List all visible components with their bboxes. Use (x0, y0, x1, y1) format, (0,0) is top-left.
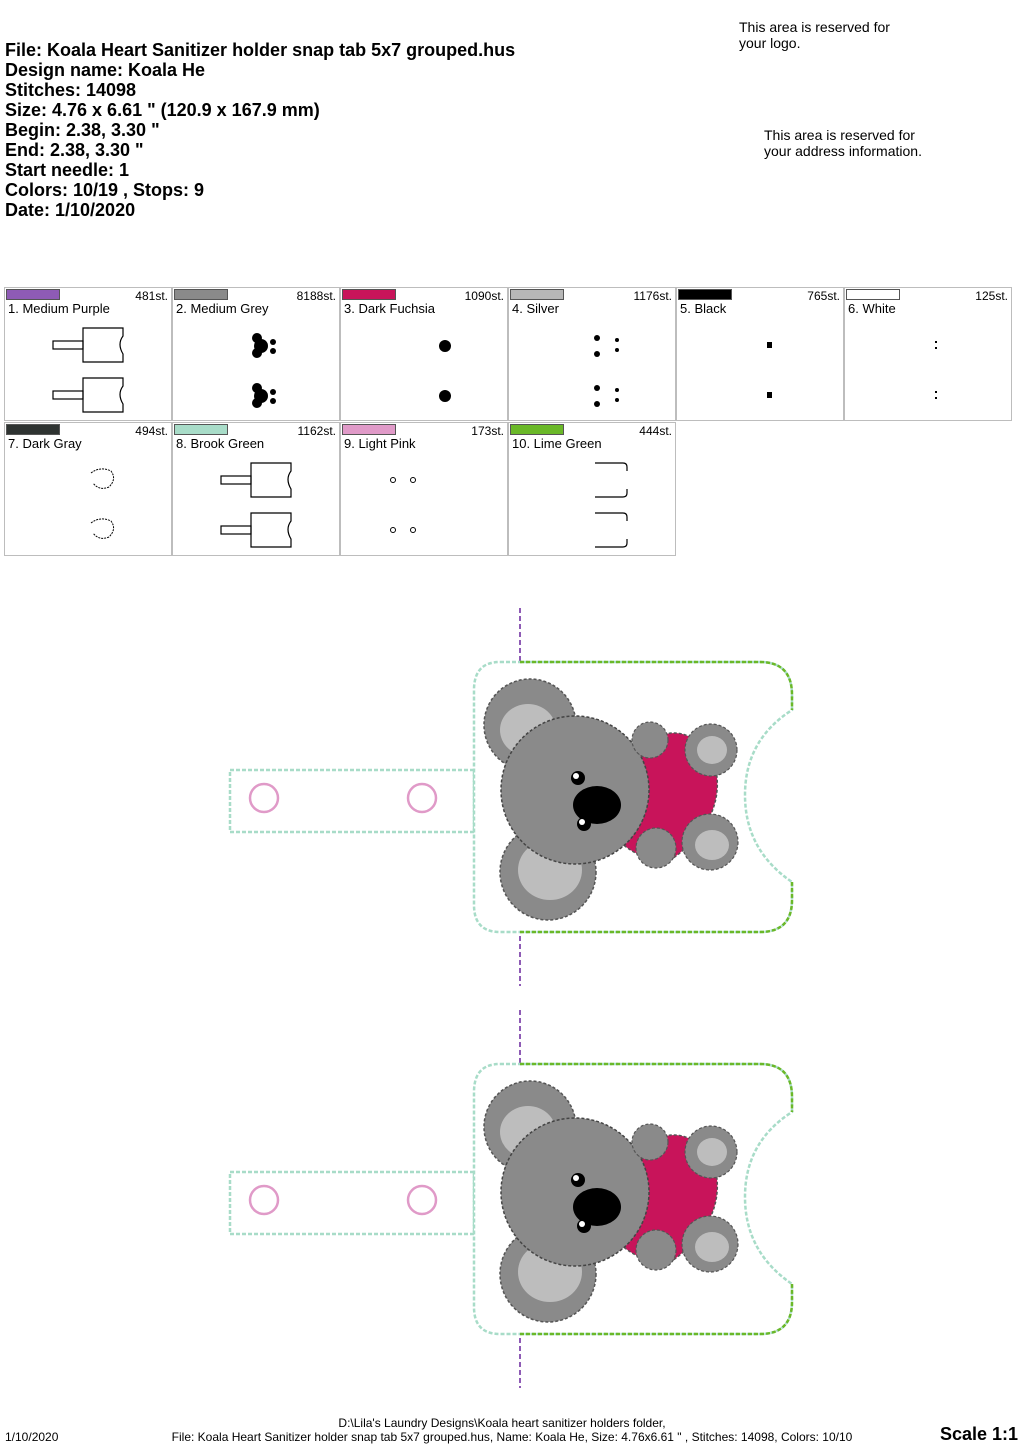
end-line: End: 2.38, 3.30 " (5, 140, 144, 160)
color-name: 9. Light Pink (344, 436, 416, 451)
file-line: File: Koala Heart Sanitizer holder snap … (5, 40, 516, 60)
color-stitch-count: 125st. (975, 289, 1008, 303)
color-name: 7. Dark Gray (8, 436, 82, 451)
size-line: Size: 4.76 x 6.61 " (120.9 x 167.9 mm) (5, 100, 320, 120)
color-thumbnail (594, 335, 619, 407)
color-name: 4. Silver (512, 301, 559, 316)
color-thumbnail (767, 342, 772, 398)
color-thumbnail (220, 462, 292, 548)
begin-line: Begin: 2.38, 3.30 " (5, 120, 160, 140)
color-stitch-count: 1162st. (297, 424, 336, 438)
color-cell: 494st. 7. Dark Gray (4, 422, 172, 556)
color-cell: 125st. 6. White (844, 287, 1012, 421)
color-stitch-count: 1176st. (633, 289, 672, 303)
color-swatch (6, 424, 60, 435)
color-swatch (342, 424, 396, 435)
color-swatch (6, 289, 60, 300)
color-name: 10. Lime Green (512, 436, 602, 451)
design-info: File: Koala Heart Sanitizer holder snap … (5, 40, 515, 220)
color-cell: 173st. 9. Light Pink (340, 422, 508, 556)
date-line: Date: 1/10/2020 (5, 200, 136, 220)
color-swatch (342, 289, 396, 300)
color-swatch (510, 424, 564, 435)
color-swatch (678, 289, 732, 300)
color-stitch-count: 765st. (807, 289, 840, 303)
design-preview (228, 606, 794, 1390)
color-name: 3. Dark Fuchsia (344, 301, 436, 316)
color-swatch (510, 289, 564, 300)
color-stitch-count: 494st. (135, 424, 168, 438)
footer-date: 1/10/2020 (5, 1430, 59, 1444)
stitches-line: Stitches: 14098 (5, 80, 137, 100)
color-thumbnail (90, 468, 115, 539)
color-name: 1. Medium Purple (8, 301, 110, 316)
address-reserved-note: This area is reserved for your address i… (764, 127, 922, 159)
color-thumbnail (252, 333, 276, 408)
color-swatch (174, 424, 228, 435)
start-needle-line: Start needle: 1 (5, 160, 130, 180)
color-name: 5. Black (680, 301, 727, 316)
color-cell: 1176st. 4. Silver (508, 287, 676, 421)
color-stitch-count: 481st. (135, 289, 168, 303)
color-cell: 444st. 10. Lime Green (508, 422, 676, 556)
color-thumbnail (52, 327, 124, 413)
color-stitch-count: 173st. (471, 424, 504, 438)
color-thumbnail (439, 340, 451, 402)
footer-path: D:\Lila's Laundry Designs\Koala heart sa… (338, 1416, 666, 1430)
color-cell: 1162st. 8. Brook Green (172, 422, 340, 556)
color-thumbnail (595, 462, 628, 548)
color-thumbnail (390, 477, 416, 533)
color-cell: 8188st. 2. Medium Grey (172, 287, 340, 421)
design-name-line: Design name: Koala He (5, 60, 206, 80)
logo-reserved-note: This area is reserved for your logo. (739, 19, 890, 51)
color-name: 8. Brook Green (176, 436, 265, 451)
color-stitch-count: 444st. (639, 424, 672, 438)
colors-line: Colors: 10/19 , Stops: 9 (5, 180, 205, 200)
scale-label: Scale 1:1 (939, 1424, 1018, 1444)
color-name: 2. Medium Grey (176, 301, 269, 316)
color-swatch (174, 289, 228, 300)
color-thumbnail (935, 341, 937, 399)
color-stitch-count: 1090st. (464, 289, 504, 303)
color-cell: 481st. 1. Medium Purple (4, 287, 172, 421)
color-stitch-count: 8188st. (296, 289, 336, 303)
color-name: 6. White (848, 301, 896, 316)
color-cell: 1090st. 3. Dark Fuchsia (340, 287, 508, 421)
footer-summary: File: Koala Heart Sanitizer holder snap … (171, 1430, 853, 1444)
color-cell: 765st. 5. Black (676, 287, 844, 421)
color-swatch (846, 289, 900, 300)
